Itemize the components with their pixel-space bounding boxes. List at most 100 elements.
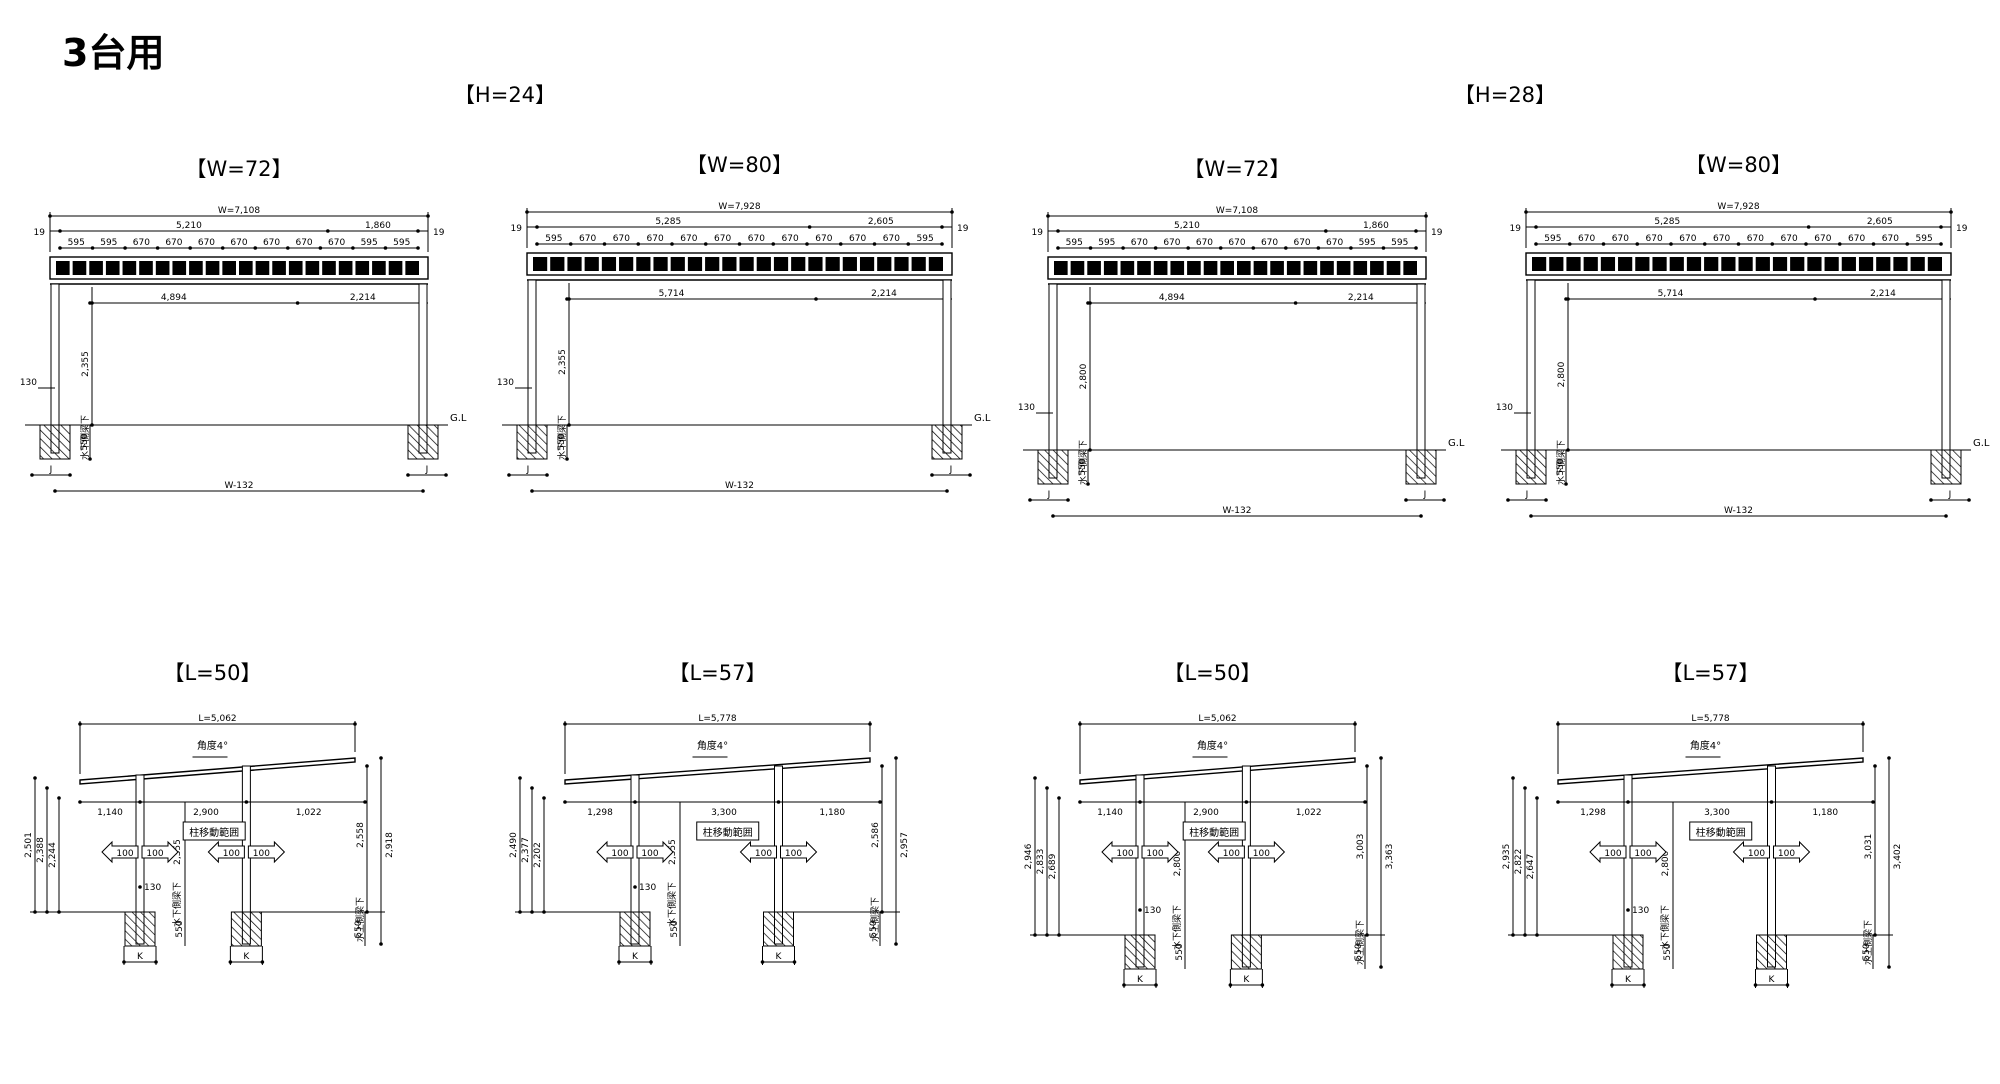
roof-rib xyxy=(1203,261,1218,275)
dim-label: 2,355 xyxy=(558,349,568,375)
dim-dot xyxy=(945,489,949,493)
roof-rib xyxy=(1841,257,1856,271)
roof-slope xyxy=(1557,757,1864,785)
dim-label: J xyxy=(425,465,429,475)
dim-label: 670 xyxy=(1326,238,1343,248)
dim-dot xyxy=(1770,242,1775,246)
dim-dot xyxy=(90,301,94,305)
arrow-right-icon xyxy=(1141,840,1179,864)
dim-label: 595 xyxy=(361,238,378,248)
dim-dot xyxy=(1086,482,1090,486)
dim-dot xyxy=(1218,246,1223,250)
dim-label: 角度4° xyxy=(1197,739,1228,752)
roof-rib xyxy=(405,261,419,275)
dim-dot xyxy=(1033,776,1037,780)
dim-label: 2,935 xyxy=(1502,844,1512,870)
dim-dot xyxy=(1535,796,1539,800)
dim-dot xyxy=(1566,297,1570,301)
arrow-right-icon xyxy=(1629,840,1667,864)
dim-dot xyxy=(1511,776,1515,780)
side-note: 水上側梁下 xyxy=(869,897,881,942)
dim-label: 670 xyxy=(165,238,182,248)
range-label: 柱移動範囲 xyxy=(1189,826,1239,839)
arrow-right-icon xyxy=(780,840,818,864)
dim-label: 2,800 xyxy=(1079,363,1089,389)
dim-label: K xyxy=(1243,975,1250,985)
roof-rib xyxy=(1286,261,1301,275)
dim-dot xyxy=(326,229,330,233)
range-label: 柱移動範囲 xyxy=(1696,826,1746,839)
dim-label: 1,022 xyxy=(296,808,322,818)
dim-dot xyxy=(940,225,944,229)
dim-label: 670 xyxy=(263,238,280,248)
dim-label: 670 xyxy=(295,238,312,248)
range-box xyxy=(1689,821,1753,841)
dim-label: J xyxy=(1525,490,1529,500)
dim-dot xyxy=(1244,800,1249,804)
dim-dot xyxy=(737,242,742,246)
roof-rib xyxy=(1270,261,1284,275)
dim-label: 595 xyxy=(393,238,410,248)
dim-dot xyxy=(1078,800,1082,804)
roof-rib xyxy=(567,257,582,271)
dim-label: 2,957 xyxy=(900,832,910,858)
dim-label: J xyxy=(1423,490,1427,500)
dim-dot xyxy=(53,489,57,493)
roof-rib xyxy=(305,261,320,275)
dim-label: 670 xyxy=(328,238,345,248)
dim-dot xyxy=(1669,242,1673,246)
group-heading-h28: 【H=28】 xyxy=(1454,83,1556,107)
roof-rib xyxy=(172,261,187,275)
dim-dot xyxy=(567,297,571,301)
dim-label: 3,031 xyxy=(1864,834,1874,860)
roof-rib xyxy=(1549,257,1564,271)
dim-label: 670 xyxy=(1679,234,1696,244)
dim-label: 2,214 xyxy=(350,293,376,303)
dim-label: 130 xyxy=(144,883,161,893)
roof-rib xyxy=(1054,261,1068,275)
side-note: 水下側梁下 xyxy=(666,882,678,927)
dim-dot xyxy=(1871,800,1875,804)
roof-rib xyxy=(1137,261,1151,275)
post xyxy=(1048,283,1058,479)
roof-rib xyxy=(239,261,253,275)
dim-label: 2,800 xyxy=(1557,361,1567,387)
dim-dot xyxy=(68,473,72,477)
roof-rib xyxy=(355,261,370,275)
side-note: 水下側梁下 xyxy=(1659,905,1671,950)
footing-hatch xyxy=(1930,449,1962,485)
dim-label: 2,490 xyxy=(509,832,519,858)
dim-label: 2,388 xyxy=(36,837,46,863)
dim-dot xyxy=(318,246,323,250)
dim-label: 19 xyxy=(1431,228,1443,238)
dim-dot xyxy=(1601,242,1606,246)
dim-dot xyxy=(771,242,776,246)
range-box xyxy=(1182,821,1246,841)
dim-label: 2,822 xyxy=(1514,849,1524,875)
roof-rib xyxy=(533,257,548,271)
dim-label: 3,300 xyxy=(711,808,737,818)
range-box xyxy=(696,821,760,841)
dim-dot xyxy=(1442,498,1446,502)
dim-label: W=7,928 xyxy=(718,202,760,212)
dim-label: 1,860 xyxy=(1363,221,1389,231)
dim-label: 130 xyxy=(1018,403,1035,413)
dim-dot xyxy=(416,229,420,233)
dim-label: 2,946 xyxy=(1024,843,1034,869)
dim-label: 2,558 xyxy=(356,822,366,848)
view-label: 【W=72】 xyxy=(1183,157,1290,181)
view-label: 【W=80】 xyxy=(686,153,793,177)
arrow-left-icon xyxy=(1589,840,1627,864)
dim-label: 550 xyxy=(1354,943,1364,960)
dim-label: 550 xyxy=(1556,458,1566,475)
roof-rib xyxy=(1858,257,1874,271)
dim-dot xyxy=(1419,514,1423,518)
roof-rib xyxy=(155,261,170,275)
roof-rib xyxy=(255,261,270,275)
roof-rib xyxy=(1686,257,1702,271)
dim-label: 595 xyxy=(1098,238,1115,248)
dim-label: 130 xyxy=(1632,906,1649,916)
roof-rib xyxy=(1652,257,1667,271)
